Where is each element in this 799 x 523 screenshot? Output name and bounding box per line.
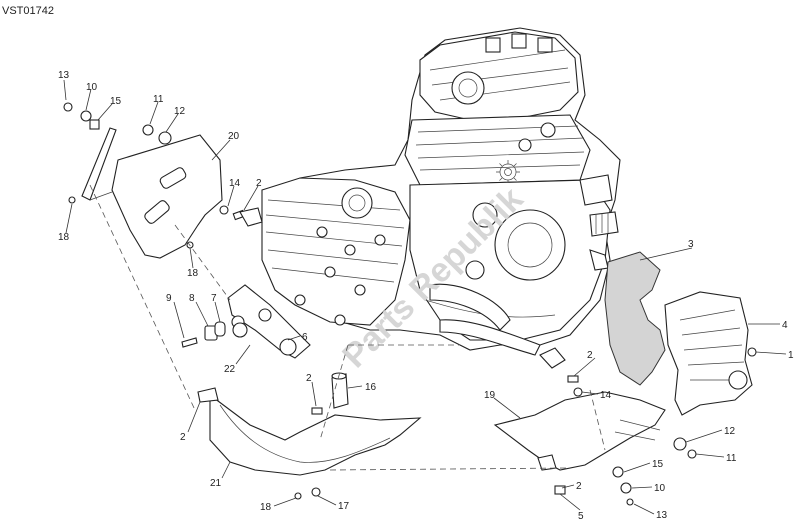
callout-3: 3 xyxy=(688,239,694,250)
callout-labels: 13 10 15 11 12 20 14 2 18 18 9 8 7 6 22 … xyxy=(58,70,794,522)
lower-fairing xyxy=(493,391,666,471)
belt-cover xyxy=(604,251,666,386)
callout-2: 2 xyxy=(256,178,262,189)
callout-14: 14 xyxy=(229,178,241,189)
callout-17: 17 xyxy=(338,501,350,512)
diagram-code: VST01742 xyxy=(2,5,54,17)
assembly-lines xyxy=(89,184,606,471)
callout-12: 12 xyxy=(724,426,736,437)
callout-18: 18 xyxy=(187,268,199,279)
heat-guard-upper xyxy=(81,127,223,259)
callout-15: 15 xyxy=(110,96,122,107)
callout-16: 16 xyxy=(365,382,377,393)
callout-9: 9 xyxy=(166,293,172,304)
callout-15: 15 xyxy=(652,459,664,470)
callout-6: 6 xyxy=(302,332,308,343)
callout-20: 20 xyxy=(228,131,240,142)
callout-12: 12 xyxy=(174,106,186,117)
callout-19: 19 xyxy=(484,390,496,401)
callout-11: 11 xyxy=(726,453,737,464)
skid-plate xyxy=(197,387,422,476)
callout-13: 13 xyxy=(58,70,70,81)
callout-2: 2 xyxy=(180,432,186,443)
callout-5: 5 xyxy=(578,511,584,522)
callout-2: 2 xyxy=(587,350,593,361)
callout-18: 18 xyxy=(260,502,272,513)
engine-block: Parts Republik xyxy=(261,27,621,375)
spacer xyxy=(331,372,349,409)
callout-10: 10 xyxy=(654,483,666,494)
callout-7: 7 xyxy=(211,293,217,304)
callout-11: 11 xyxy=(153,94,164,105)
callout-22: 22 xyxy=(224,364,236,375)
leader-lines xyxy=(63,79,787,515)
callout-13: 13 xyxy=(656,510,668,521)
gear-icon xyxy=(496,160,520,184)
callout-8: 8 xyxy=(189,293,195,304)
callout-4: 4 xyxy=(782,320,788,331)
callout-14: 14 xyxy=(600,390,612,401)
callout-18: 18 xyxy=(58,232,70,243)
callout-2: 2 xyxy=(306,373,312,384)
callout-10: 10 xyxy=(86,82,98,93)
callout-2: 2 xyxy=(576,481,582,492)
fasteners xyxy=(63,102,757,506)
side-cover xyxy=(664,291,753,416)
callout-1: 1 xyxy=(788,350,794,361)
callout-21: 21 xyxy=(210,478,222,489)
